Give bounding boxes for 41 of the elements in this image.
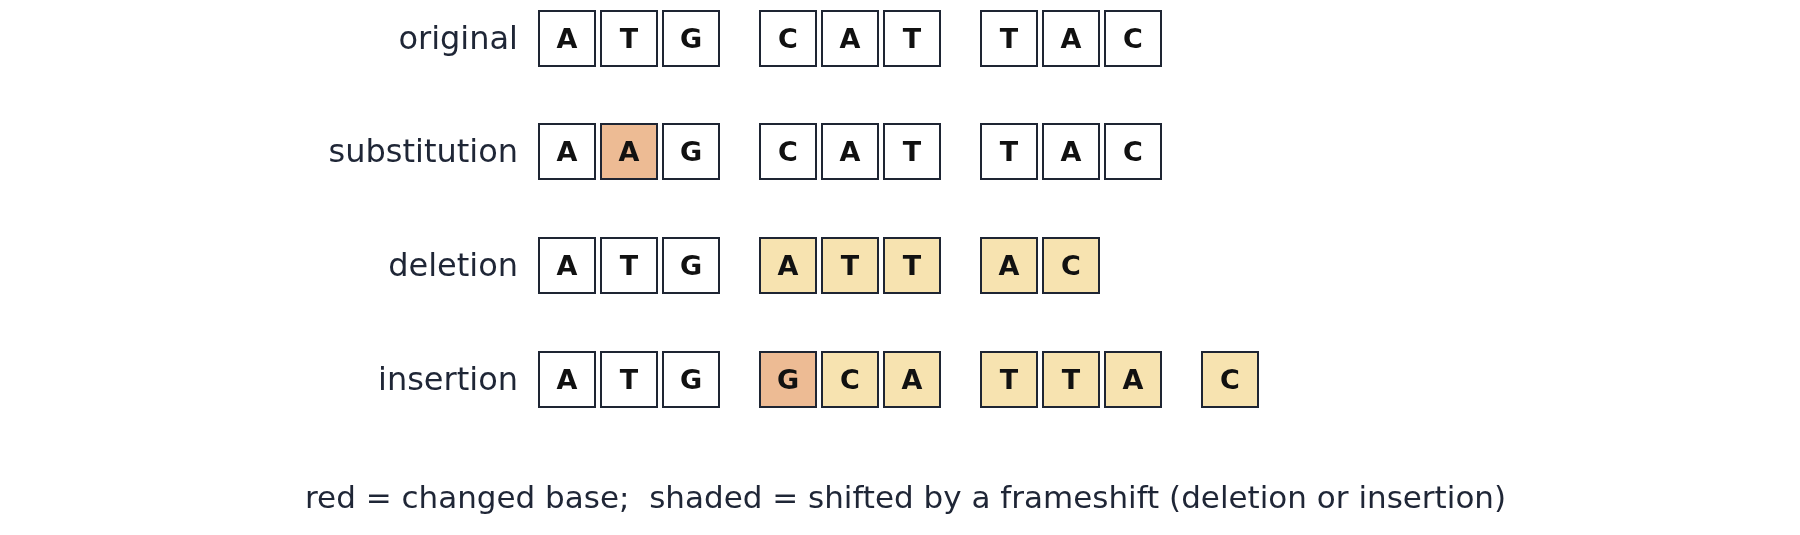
base-box: T [883,10,941,67]
base-box: C [1104,123,1162,180]
base-box: A [883,351,941,408]
base-box: A [538,237,596,294]
base-box: T [980,123,1038,180]
base-box: C [759,10,817,67]
base-box: A [821,10,879,67]
base-box: T [600,237,658,294]
base-box: C [821,351,879,408]
base-box: A [1042,123,1100,180]
row-label: insertion [378,359,518,399]
base-box: A [538,123,596,180]
base-box: A [1104,351,1162,408]
base-box: G [662,123,720,180]
base-box: C [1201,351,1259,408]
base-box: A [821,123,879,180]
row-label: deletion [388,245,518,285]
base-box: T [821,237,879,294]
base-box: A [538,10,596,67]
base-box: G [662,351,720,408]
base-box: T [980,351,1038,408]
caption: red = changed base; shaded = shifted by a frameshift (deletion or insertion) [305,478,1507,517]
base-box: T [883,237,941,294]
base-box: A [1042,10,1100,67]
base-box: A [538,351,596,408]
base-box: C [759,123,817,180]
base-box: C [1104,10,1162,67]
base-box: T [1042,351,1100,408]
row-label: substitution [328,131,518,171]
base-box: A [980,237,1038,294]
base-box: T [600,10,658,67]
row-label: original [398,18,518,58]
base-box: G [662,237,720,294]
base-box: C [1042,237,1100,294]
base-box: A [759,237,817,294]
base-box: A [600,123,658,180]
base-box: T [883,123,941,180]
base-box: T [980,10,1038,67]
base-box: G [759,351,817,408]
base-box: G [662,10,720,67]
base-box: T [600,351,658,408]
